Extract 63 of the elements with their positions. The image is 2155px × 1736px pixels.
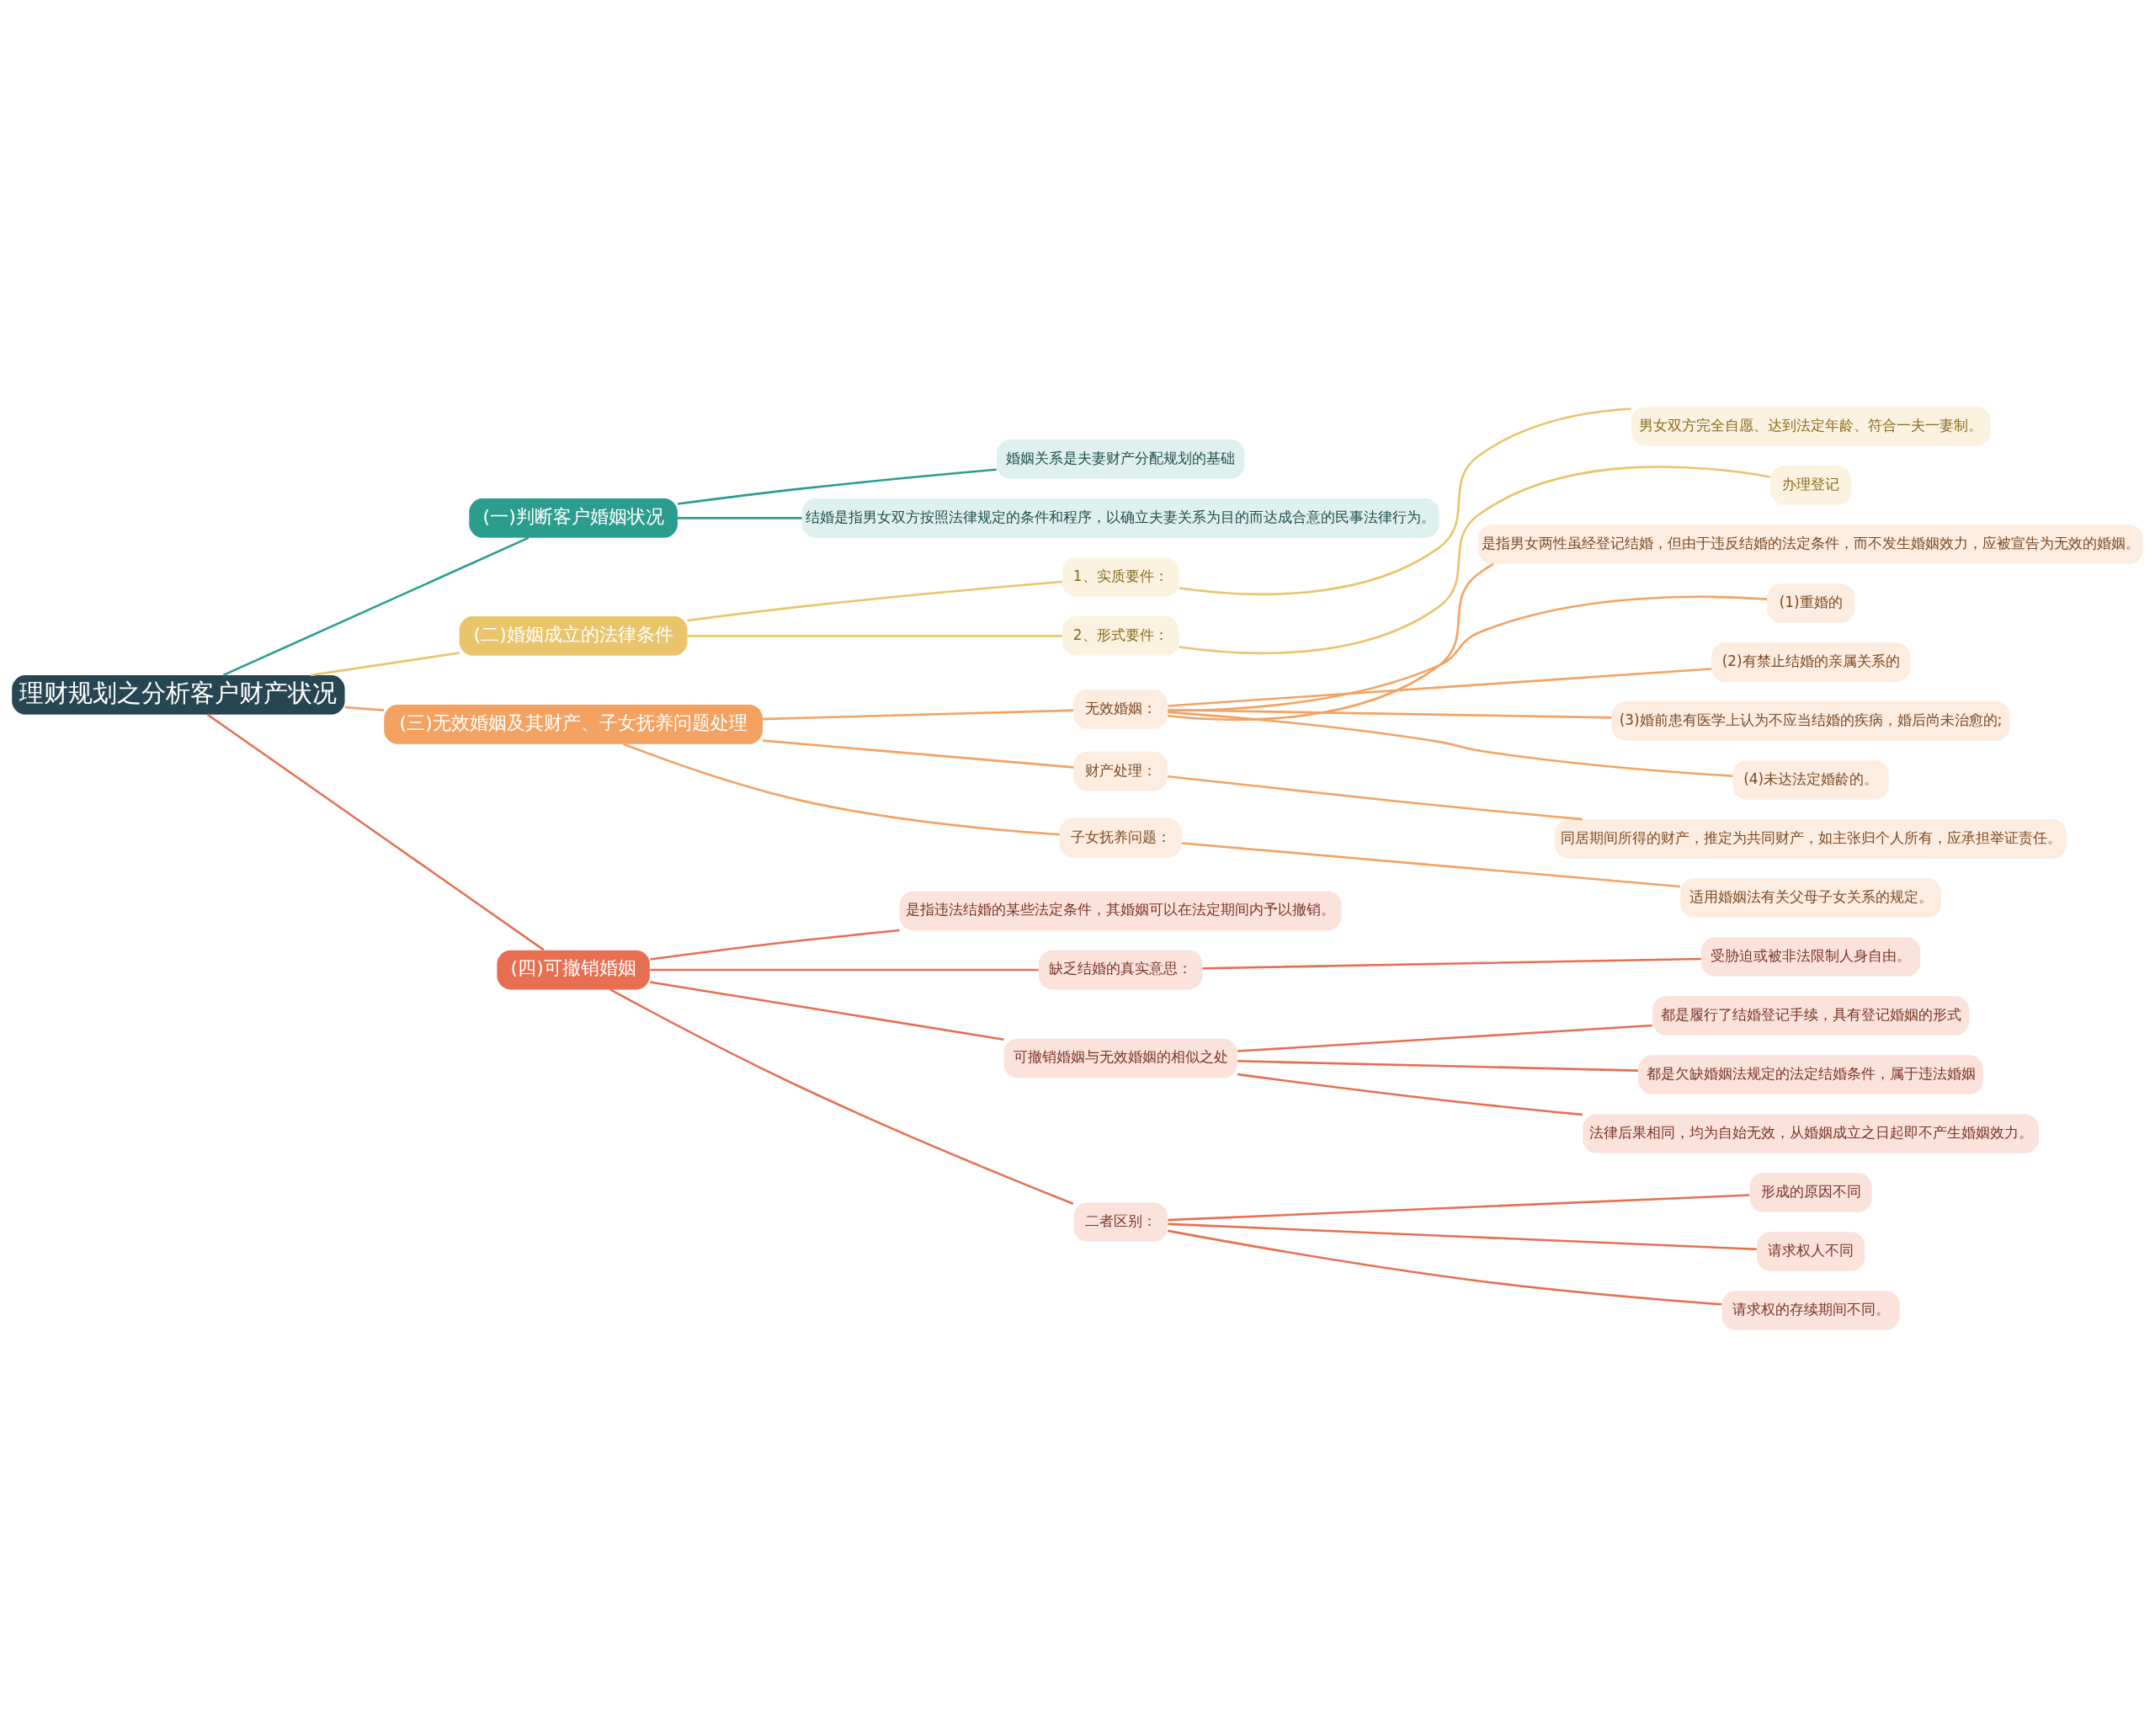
connector: [1181, 841, 1680, 887]
node-box: 同居期间所得的财产，推定为共同财产，如主张归个人所有，应承担举证责任。: [1555, 818, 2067, 859]
node-box: 缺乏结婚的真实意思：: [1039, 950, 1203, 989]
connector: [763, 738, 1074, 769]
node-box: (4)未达法定婚龄的。: [1732, 759, 1889, 800]
connector: [1168, 595, 1768, 711]
node-box: 财产处理：: [1073, 751, 1168, 791]
connector: [623, 743, 1060, 836]
node-box: 子女抚养问题：: [1059, 817, 1182, 858]
connector: [1237, 1059, 1638, 1072]
node-box: 是指男女两性虽经登记结婚，但由于违反结婚的法定条件，而不发生婚姻效力，应被宣告为无效的婚姻。: [1478, 524, 2143, 564]
node-box: 法律后果相同，均为自始无效，从婚姻成立之日起即不产生婚姻效力。: [1583, 1113, 2039, 1153]
node-box: 结婚是指男女双方按照法律规定的条件和程序，以确立夫妻关系为目的而达成合意的民事法律行为。: [801, 498, 1439, 538]
node-box: 男女双方完全自愿、达到法定年龄、符合一夫一妻制。: [1631, 406, 1991, 446]
node-box: (1)重婚的: [1767, 583, 1854, 623]
connector: [650, 929, 900, 961]
node-box: 可撤销婚姻与无效婚姻的相似之处: [1003, 1038, 1237, 1078]
node-box: 受胁迫或被非法限制人身自由。: [1700, 936, 1921, 977]
node-box: 婚姻关系是夫妻财产分配规划的基础: [997, 439, 1245, 479]
connector: [1237, 1073, 1583, 1116]
node-box: (一)判断客户婚姻状况: [469, 498, 678, 538]
connector: [650, 968, 1039, 971]
connector: [687, 580, 1062, 621]
connector: [1168, 708, 1612, 719]
connector: [609, 988, 1074, 1205]
connector: [1168, 1222, 1757, 1250]
connector: [1202, 957, 1701, 969]
connector: [1168, 1193, 1750, 1221]
connector: [1168, 562, 1494, 721]
node-box: (三)无效婚姻及其财产、子女抚养问题处理: [384, 704, 764, 744]
connector: [1168, 711, 1733, 777]
node-box: (二)婚姻成立的法律条件: [459, 615, 688, 656]
node-box: 是指违法结婚的某些法定条件，其婚姻可以在法定期间内予以撤销。: [899, 891, 1342, 930]
node-box: 理财规划之分析客户财产状况: [12, 674, 345, 715]
connector: [678, 516, 802, 519]
connector: [207, 713, 545, 951]
node-box: 都是履行了结婚登记手续，具有登记婚姻的形式: [1652, 995, 1970, 1036]
node-box: 1、实质要件：: [1062, 556, 1179, 597]
node-box: 二者区别：: [1073, 1201, 1168, 1242]
node-box: (四)可撤销婚姻: [497, 950, 650, 989]
connector: [1167, 1229, 1722, 1306]
connector: [344, 706, 385, 711]
node-box: 形成的原因不同: [1749, 1172, 1872, 1212]
node-box: 办理登记: [1770, 465, 1852, 505]
connector: [1237, 1024, 1652, 1052]
connector: [677, 467, 997, 505]
connector: [1179, 465, 1770, 654]
node-box: 2、形式要件：: [1062, 615, 1179, 656]
connector: [763, 709, 1074, 720]
connector: [649, 980, 1004, 1041]
connector: [310, 651, 460, 676]
node-box: 请求权的存续期间不同。: [1721, 1290, 1900, 1330]
node-box: 适用婚姻法有关父母子女关系的规定。: [1680, 877, 1941, 918]
node-box: 都是欠缺婚姻法规定的法定结婚条件，属于违法婚姻: [1638, 1054, 1983, 1094]
node-box: (3)婚前患有医学上认为不应当结婚的疾病，婚后尚未治愈的;: [1611, 700, 2010, 741]
node-box: 无效婚姻：: [1073, 689, 1168, 729]
node-box: 请求权人不同: [1756, 1231, 1865, 1271]
connector: [1168, 667, 1712, 707]
connector: [222, 536, 529, 676]
connector: [1167, 775, 1583, 820]
connector: [688, 634, 1062, 637]
connector: [1179, 407, 1631, 595]
node-box: (2)有禁止结婚的亲属关系的: [1711, 642, 1911, 682]
